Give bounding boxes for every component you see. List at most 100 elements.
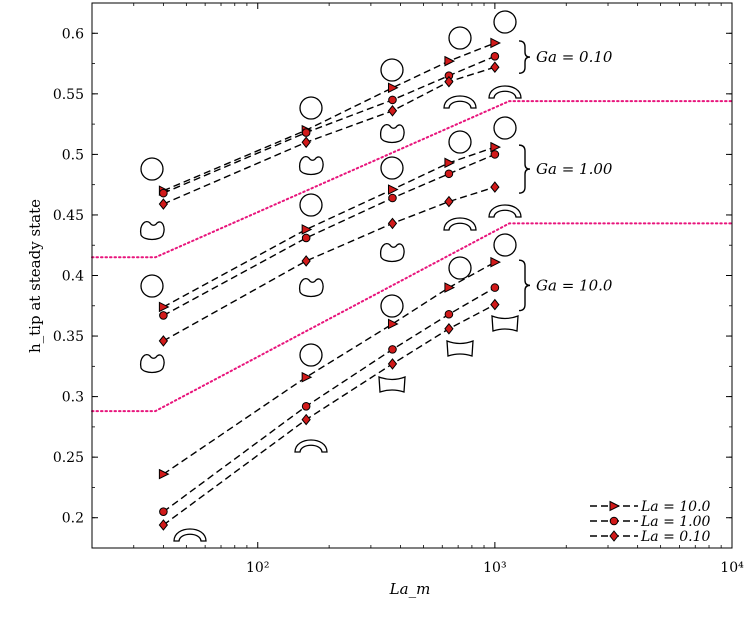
drop-shape-icon — [378, 376, 406, 393]
y-tick-label: 0.35 — [53, 329, 84, 345]
drop-shape-icon — [380, 242, 405, 263]
data-point — [490, 256, 501, 268]
group-label: Ga = 1.00 — [536, 160, 613, 178]
series-line — [162, 303, 496, 526]
x-tick-label: 10⁴ — [720, 560, 744, 576]
data-point — [387, 318, 399, 330]
data-point — [301, 371, 313, 383]
series-line — [163, 261, 496, 475]
data-point — [387, 82, 399, 94]
drop-shape-icon — [443, 217, 477, 231]
legend-marker — [609, 516, 619, 526]
data-point — [387, 217, 398, 230]
data-point — [301, 413, 311, 426]
data-point — [490, 181, 500, 193]
data-point — [444, 309, 454, 319]
drop-shape-icon — [448, 256, 472, 280]
group-brace — [518, 40, 531, 74]
x-tick-label: 10³ — [483, 560, 506, 576]
legend-label: La = 0.10 — [640, 529, 711, 545]
legend-label: La = 10.0 — [640, 499, 711, 515]
data-point — [301, 402, 311, 411]
data-point — [490, 61, 500, 73]
data-point — [490, 298, 500, 311]
group-label: Ga = 0.10 — [536, 48, 613, 66]
data-point — [158, 519, 169, 531]
series-line — [163, 186, 496, 342]
data-point — [158, 468, 170, 480]
data-point — [490, 283, 500, 292]
drop-shape-icon — [493, 233, 517, 257]
drop-shape-icon — [491, 315, 519, 332]
drop-shape-icon — [299, 96, 323, 120]
series-line — [163, 42, 496, 192]
data-point — [159, 311, 168, 320]
group-brace — [518, 259, 531, 312]
data-point — [490, 150, 500, 159]
y-axis-title: h_tip at steady state — [26, 199, 44, 353]
data-series — [158, 37, 501, 531]
data-point — [490, 141, 501, 153]
y-tick-label: 0.6 — [62, 26, 84, 42]
data-point — [444, 169, 454, 179]
data-point — [444, 282, 456, 293]
data-point — [444, 75, 454, 88]
drop-shape-icon — [140, 157, 164, 181]
data-point — [490, 37, 501, 49]
series-line — [162, 286, 496, 513]
y-tick-label: 0.5 — [62, 147, 84, 163]
data-point — [158, 198, 169, 210]
drop-shape-icon — [299, 155, 324, 176]
data-point — [301, 224, 313, 235]
drop-shape-icon — [380, 58, 404, 82]
drop-shape-icon — [140, 220, 165, 241]
data-point — [158, 301, 170, 313]
group-annotations: Ga = 0.10 Ga = 1.00 Ga = 10.0 — [518, 40, 613, 312]
drop-shape-icon — [299, 277, 324, 298]
data-point — [387, 104, 398, 117]
legend-marker — [609, 500, 621, 512]
regime-boundary-line — [91, 222, 733, 413]
data-point — [301, 136, 311, 149]
regime-boundaries — [91, 100, 733, 413]
drop-shape-icon — [488, 85, 522, 99]
drop-shape-icon — [446, 340, 474, 357]
drop-shape-icon — [493, 10, 517, 34]
legend-marker — [609, 530, 619, 542]
y-tick-label: 0.3 — [62, 390, 84, 406]
series-line — [163, 66, 496, 205]
data-point — [444, 322, 454, 335]
drop-shape-icon — [299, 343, 323, 367]
drop-shape-icon — [294, 439, 328, 453]
drop-shape-icon — [493, 116, 517, 140]
data-point — [444, 55, 456, 67]
drop-shape-icon — [299, 193, 323, 217]
drop-shape-icon — [488, 204, 522, 218]
drop-shape-icon — [380, 123, 405, 144]
data-point — [388, 345, 397, 354]
drop-shape-icon — [140, 353, 165, 374]
drop-shape-icon — [140, 274, 164, 298]
data-point — [388, 95, 397, 105]
y-tick-label: 0.4 — [62, 269, 84, 285]
drop-shape-insets — [140, 10, 522, 542]
x-axis-title: La_m — [389, 580, 431, 598]
data-point — [490, 51, 500, 61]
data-point — [159, 188, 168, 198]
data-point — [388, 193, 397, 203]
drop-shape-icon — [443, 95, 477, 109]
drop-shape-icon — [448, 130, 472, 154]
data-point — [444, 157, 456, 169]
group-label: Ga = 10.0 — [536, 276, 613, 294]
y-tick-label: 0.55 — [53, 87, 84, 103]
y-tick-label: 0.2 — [62, 511, 84, 527]
plot-frame — [91, 2, 733, 549]
y-tick-label: 0.45 — [53, 208, 84, 224]
drop-shape-icon — [380, 156, 404, 180]
data-point — [301, 233, 311, 243]
regime-boundary-line — [91, 100, 733, 259]
legend-label: La = 1.00 — [640, 514, 711, 530]
